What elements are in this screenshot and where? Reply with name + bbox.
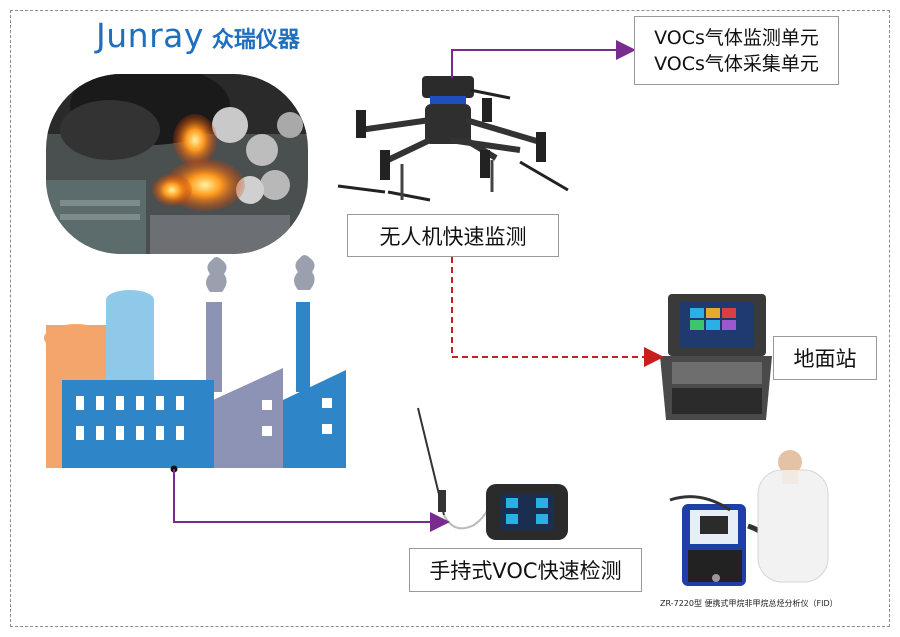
- vocs-monitoring-unit-label: VOCs气体监测单元: [654, 26, 819, 49]
- handheld-voc-box: 手持式VOC快速检测: [409, 548, 642, 592]
- fire-scene-image: [46, 74, 308, 254]
- uav-monitoring-label: 无人机快速监测: [379, 224, 527, 249]
- dashed-frame: [10, 10, 890, 627]
- drone-icon: [337, 76, 569, 202]
- factory-icon: [44, 255, 346, 468]
- ground-station-box: 地面站: [773, 336, 877, 380]
- logo-text-en: Junray: [96, 16, 204, 55]
- ground-station-laptop-icon: [660, 294, 772, 420]
- handheld-voc-label: 手持式VOC快速检测: [429, 559, 622, 583]
- logo-text-cn: 众瑞仪器: [211, 28, 300, 53]
- vocs-units-box: VOCs气体监测单元 VOCs气体采集单元: [634, 16, 839, 85]
- fid-analyzer-caption: ZR-7220型 便携式甲烷非甲烷总烃分析仪（FID）: [660, 599, 838, 608]
- ground-station-label: 地面站: [793, 347, 857, 371]
- vocs-sampling-unit-label: VOCs气体采集单元: [654, 52, 819, 75]
- handheld-detector-icon: [417, 407, 568, 540]
- connector-factory-to-handheld: [173, 469, 450, 532]
- uav-monitoring-box: 无人机快速监测: [347, 214, 559, 257]
- connector-drone-to-ground-station: [451, 257, 664, 367]
- junray-logo: Junray 众瑞仪器: [96, 16, 300, 55]
- connector-drone-to-vocs: [451, 40, 636, 78]
- fid-analyzer-icon: [669, 450, 829, 586]
